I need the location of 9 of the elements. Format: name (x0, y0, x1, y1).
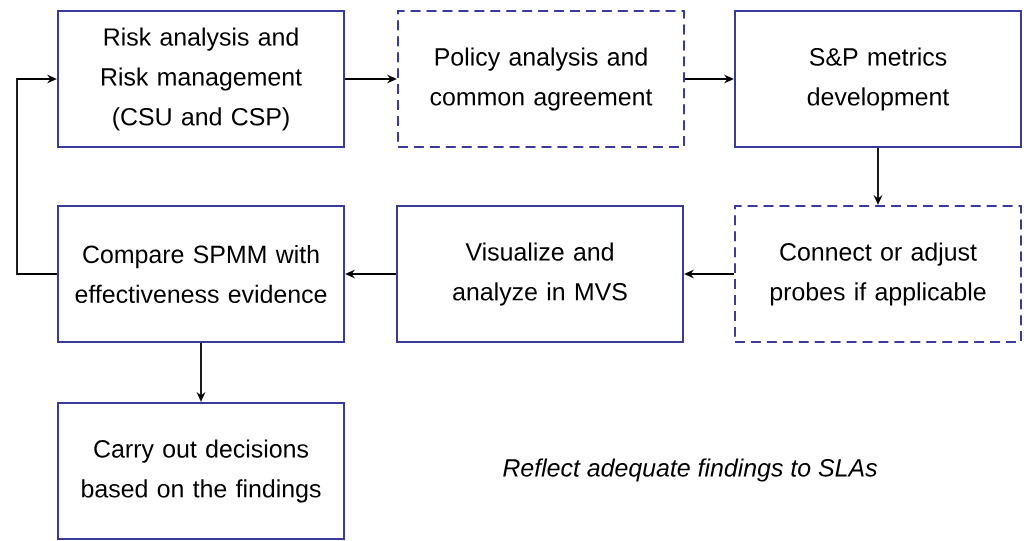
process-box: Connect or adjust probes if applicable (734, 205, 1022, 343)
process-box: Policy analysis and common agreement (397, 10, 685, 148)
process-box: S&P metrics development (734, 10, 1022, 148)
process-box: Risk analysis and Risk management (CSU and CSP) (57, 10, 345, 148)
arrow (16, 74, 58, 275)
process-box: Carry out decisions based on the findings (57, 402, 345, 540)
note-text: Reflect adequate findings to SLAs (503, 458, 878, 482)
process-box: Compare SPMM with effectiveness evidence (57, 205, 345, 343)
process-box: Visualize and analyze in MVS (396, 205, 684, 343)
